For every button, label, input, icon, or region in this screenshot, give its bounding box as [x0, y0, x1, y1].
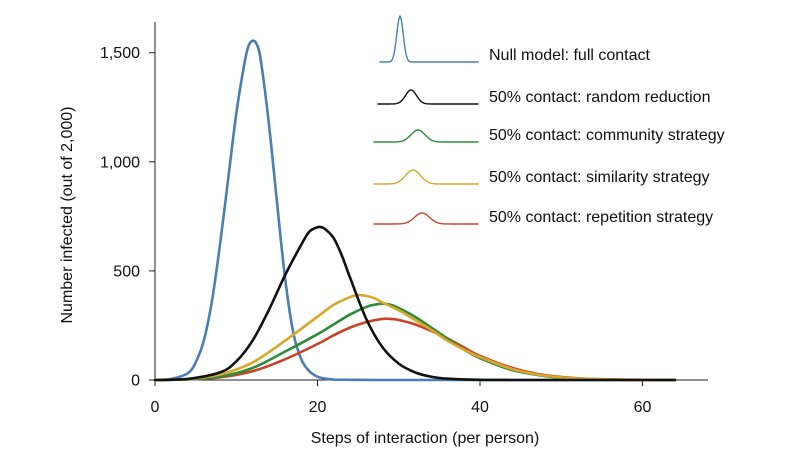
legend-label-5: 50% contact: repetition strategy: [489, 209, 713, 226]
legend-label-1: Null model: full contact: [489, 47, 651, 64]
series-line-4: [153, 293, 677, 382]
legend-label-2: 50% contact: random reduction: [489, 89, 710, 106]
series-line-3: [153, 302, 677, 382]
axes: 0 20 40 60 0 500 1,000 1,500: [100, 22, 708, 416]
series-line-1: [153, 39, 677, 382]
x-tick-label: 0: [151, 399, 160, 416]
legend-swatch-2: [377, 89, 479, 105]
legend: Null model: full contact 50% contact: ran…: [373, 15, 725, 226]
legend-swatch-3: [373, 129, 479, 143]
x-tick-label: 60: [634, 399, 652, 416]
y-tick-label: 500: [113, 263, 140, 280]
legend-swatch-1: [379, 15, 479, 63]
legend-label-4: 50% contact: similarity strategy: [489, 169, 710, 186]
series-group: [153, 39, 677, 382]
y-tick-label: 1,000: [100, 154, 140, 171]
x-tick-label: 20: [309, 399, 327, 416]
series-line-2: [153, 225, 677, 382]
legend-label-3: 50% contact: community strategy: [489, 127, 725, 144]
y-axis-title: Number infected (out of 2,000): [59, 106, 76, 323]
x-tick-label: 40: [471, 399, 489, 416]
x-axis-title: Steps of interaction (per person): [311, 430, 540, 447]
y-tick-label: 1,500: [100, 45, 140, 62]
legend-swatch-4: [373, 169, 479, 185]
y-tick-label: 0: [131, 373, 140, 390]
legend-swatch-5: [373, 212, 479, 225]
